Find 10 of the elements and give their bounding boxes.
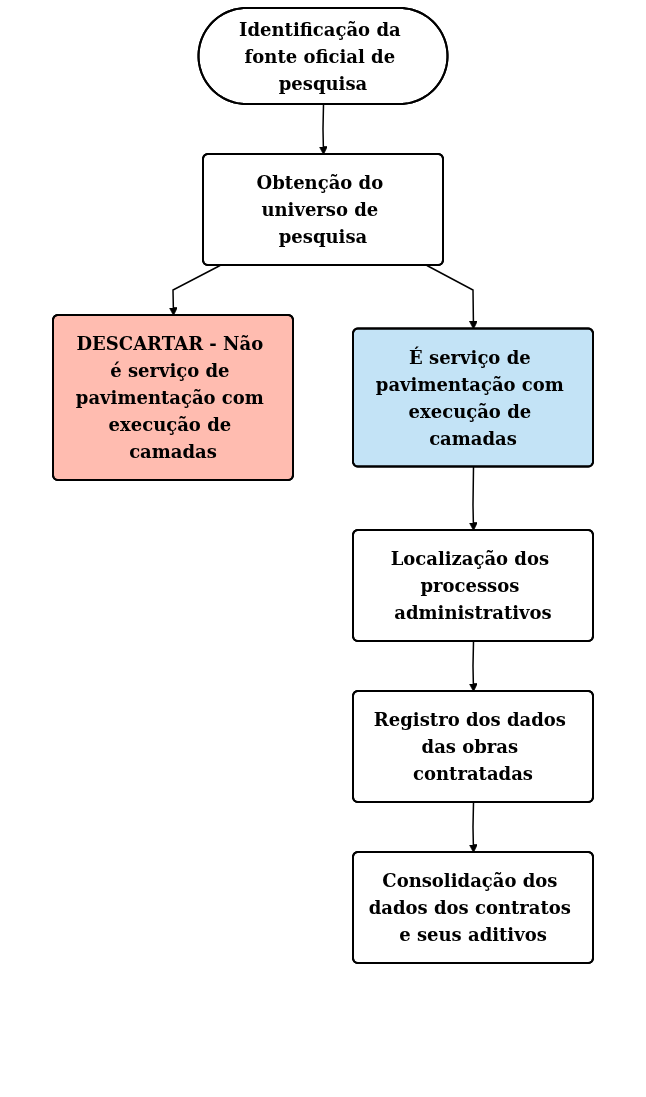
node-text: Consolidação dos dados dos contratos e seus aditivos	[368, 870, 571, 945]
arrow	[468, 466, 478, 531]
node-text: Localização dos processos administrativos	[390, 548, 552, 623]
node-text: Registro dos dados das obras contratadas	[373, 709, 566, 784]
node-text: Obtenção do universo de pesquisa	[256, 172, 384, 247]
arrow	[468, 640, 478, 692]
arrow	[318, 103, 328, 155]
arrow	[468, 801, 478, 853]
arrow	[168, 264, 221, 316]
arrow	[426, 264, 478, 330]
